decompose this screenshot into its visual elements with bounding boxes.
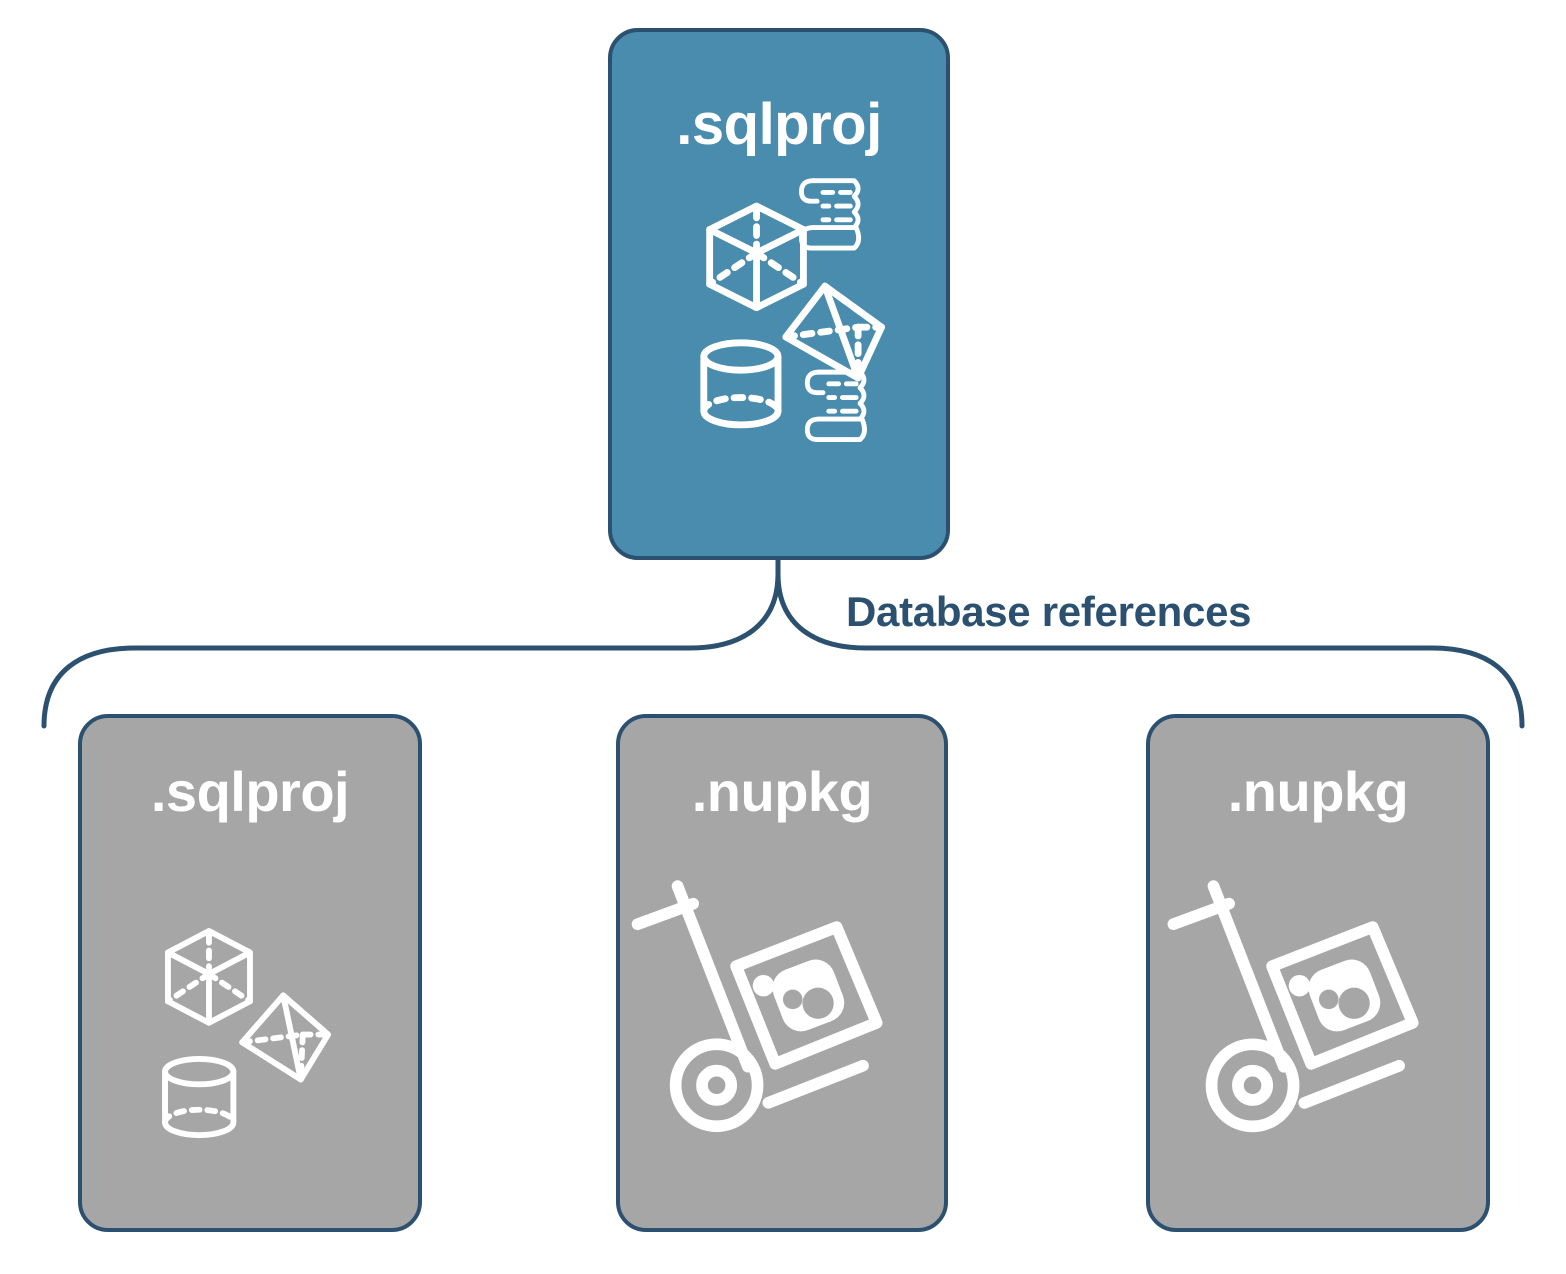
- nuget-glyph-holes: [1318, 987, 1370, 1019]
- node-title-nupkg-2: .nupkg: [1227, 760, 1409, 823]
- brace-left-arm: [41, 571, 781, 729]
- pyramid-wireframe-icon: [239, 992, 332, 1083]
- cylinder-wireframe-icon: [162, 1056, 237, 1139]
- node-card-sqlproj-reference[interactable]: .sqlproj: [78, 714, 422, 1232]
- nuget-dot-icon: [752, 974, 775, 997]
- node-title-sqlproj-root: .sqlproj: [676, 92, 882, 157]
- brace-right-arm: [775, 571, 1525, 729]
- node-title-nupkg-1: .nupkg: [691, 760, 873, 823]
- cube-wireframe-icon: [165, 928, 253, 1026]
- nuget-glyph-icon: [1308, 959, 1381, 1032]
- connector-label-database-references: Database references: [846, 588, 1252, 635]
- nuget-glyph-icon: [772, 959, 845, 1032]
- hand-truck-package-icon: [1167, 880, 1405, 1133]
- hand-truck-package-icon-box: [1266, 921, 1419, 1070]
- node-card-nupkg-1[interactable]: .nupkg: [616, 714, 948, 1232]
- node-title-sqlproj-reference: .sqlproj: [150, 760, 350, 823]
- nuget-glyph-holes: [782, 987, 834, 1019]
- node-card-nupkg-2[interactable]: .nupkg: [1146, 714, 1490, 1232]
- hand-truck-package-icon-box: [730, 921, 883, 1070]
- nuget-dot-icon: [1288, 974, 1311, 997]
- hand-truck-package-icon: [631, 880, 869, 1133]
